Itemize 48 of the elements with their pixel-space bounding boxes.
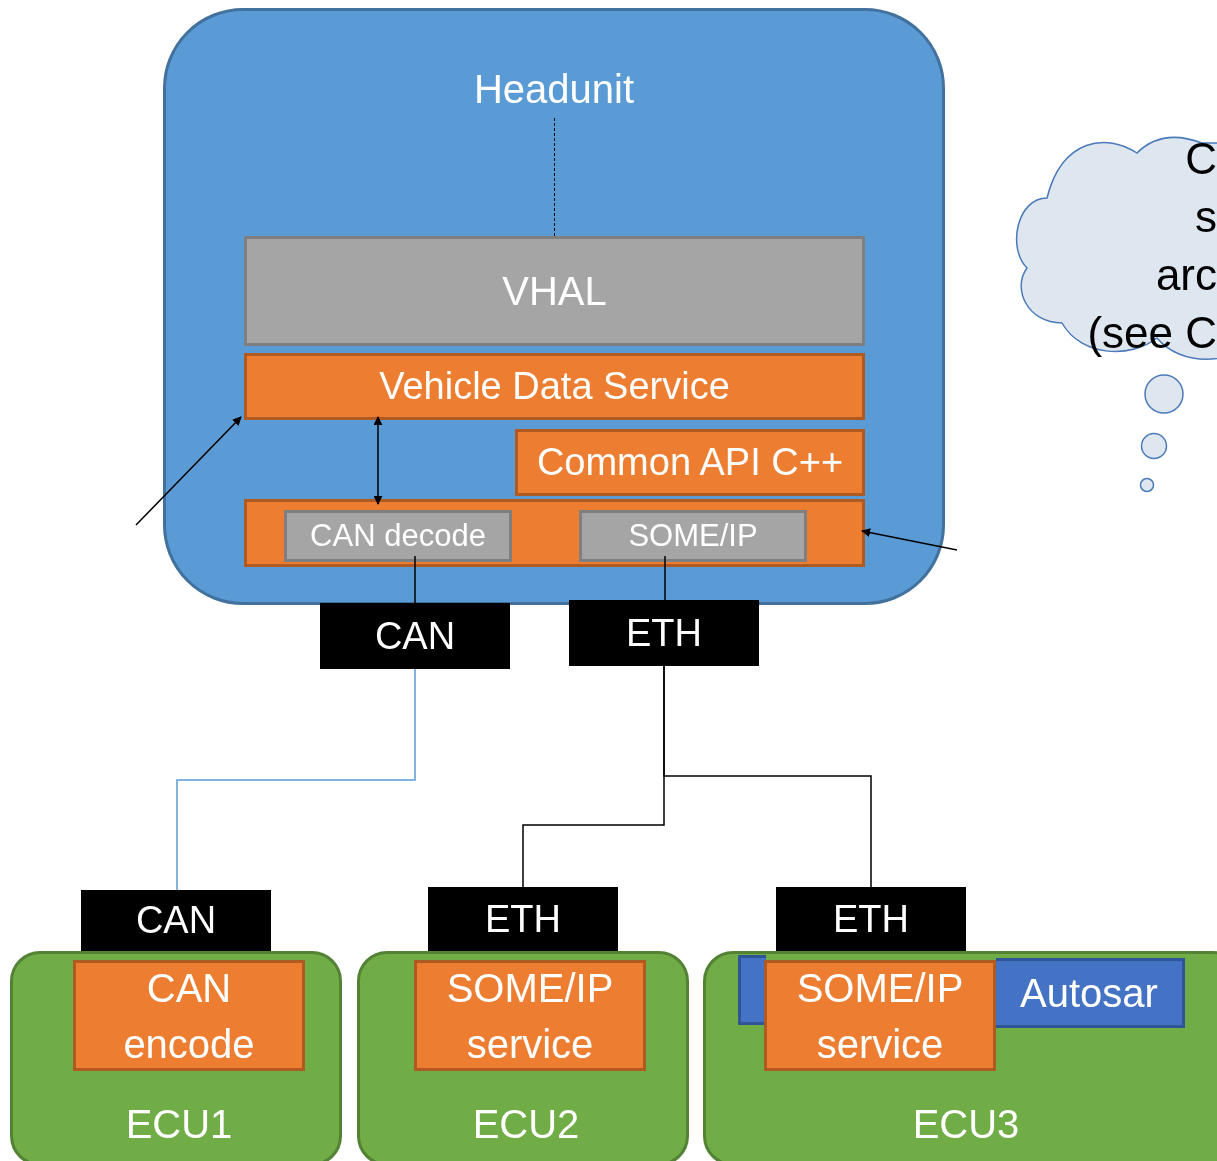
box-label: SOME/IP service: [795, 964, 965, 1068]
headunit-panel: [163, 8, 945, 605]
box-label: CAN decode: [310, 516, 486, 555]
cloud-text: (see C: [1087, 307, 1217, 359]
module-box: [284, 510, 512, 562]
ecu-label: ECU3: [912, 1101, 1020, 1148]
cloud-text: C: [1185, 133, 1217, 185]
bus-label-box: [569, 600, 759, 666]
ecu-label: ECU2: [472, 1101, 580, 1148]
box-label: CAN: [374, 613, 456, 659]
box-label: SOME/IP service: [445, 964, 615, 1068]
layer-box: [244, 236, 865, 346]
box-label: Autosar: [1020, 970, 1158, 1017]
platform-box: [996, 958, 1185, 1028]
arrow: [135, 416, 242, 526]
service-box: [73, 960, 305, 1071]
connector-line: [176, 668, 416, 891]
cloud-text: s: [1195, 191, 1217, 243]
bus-label-box: [320, 603, 510, 669]
bus-label-box: [776, 887, 966, 951]
ecu-panel: [357, 951, 689, 1161]
box-label: VHAL: [502, 268, 607, 315]
bus-label-box: [428, 887, 618, 951]
box-label: ETH: [626, 610, 702, 656]
service-box: [414, 960, 646, 1071]
box-label: CAN encode: [122, 964, 256, 1068]
arrow: [373, 416, 383, 505]
box-label: SOME/IP: [628, 516, 758, 555]
service-box: [515, 429, 865, 496]
ecu-panel: [10, 951, 342, 1161]
module-box: [579, 510, 807, 562]
bus-label-box: [81, 890, 271, 951]
box-label: ETH: [833, 896, 909, 942]
arrow: [861, 528, 958, 551]
box-label: Common API C++: [536, 440, 844, 485]
connector-line: [663, 665, 872, 888]
panel-title: Headunit: [473, 66, 635, 113]
connector-line: [414, 555, 416, 604]
service-box: [244, 353, 865, 420]
connector-line: [664, 555, 666, 601]
box-label: Vehicle Data Service: [379, 364, 730, 409]
ecu-label: ECU1: [125, 1101, 233, 1148]
container-bar: [244, 499, 865, 567]
cloud-text: arc: [1155, 249, 1217, 301]
ecu-panel: [703, 951, 1217, 1161]
box-label: ETH: [485, 896, 561, 942]
box-label: CAN: [135, 898, 217, 943]
service-box: [764, 960, 996, 1071]
